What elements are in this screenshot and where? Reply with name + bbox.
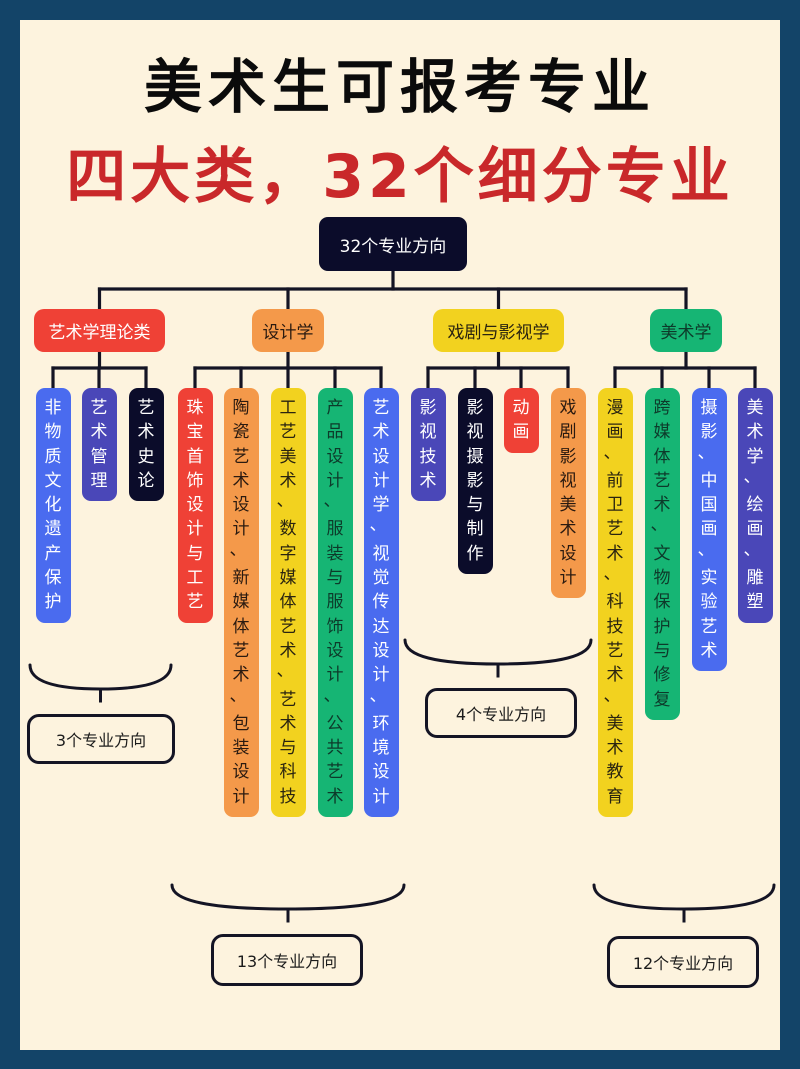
major-node: 戏剧影视美术设计 [550, 388, 586, 599]
major-count-box: 13个专业方向 [211, 934, 363, 986]
major-node: 工艺美术、数字媒体艺术、艺术与科技 [270, 388, 306, 818]
category-node: 戏剧与影视学 [433, 309, 564, 352]
category-label: 艺术学理论类 [48, 323, 151, 343]
major-count-label: 4个专业方向 [455, 705, 547, 724]
major-node: 非物质文化遗产保护 [35, 388, 71, 623]
major-node: 陶瓷艺术设计、新媒体艺术、包装设计 [223, 388, 259, 818]
category-label: 美术学 [660, 323, 712, 343]
major-node: 产品设计、服装与服饰设计、公共艺术 [317, 388, 353, 818]
category-label: 戏剧与影视学 [447, 323, 550, 343]
category-node: 艺术学理论类 [34, 309, 165, 352]
major-node: 珠宝首饰设计与工艺 [177, 388, 213, 623]
page-subtitle: 四大类，32个细分专业 [66, 142, 734, 212]
major-node: 影视技术 [410, 388, 446, 502]
category-node: 美术学 [650, 309, 722, 352]
page-title: 美术生可报考专业 [143, 53, 656, 121]
major-count-label: 3个专业方向 [55, 731, 147, 750]
major-node: 漫画、前卫艺术、科技艺术、美术教育 [597, 388, 633, 818]
root-node: 32个专业方向 [319, 217, 467, 271]
major-node: 艺术管理 [81, 388, 117, 502]
major-count-label: 13个专业方向 [236, 952, 338, 971]
major-node: 动画 [503, 388, 539, 453]
major-node: 摄影、中国画、实验艺术 [691, 388, 727, 672]
category-label: 设计学 [262, 323, 314, 343]
major-count-label: 12个专业方向 [632, 954, 734, 973]
major-node: 美术学、绘画、雕塑 [737, 388, 773, 623]
major-count-box: 12个专业方向 [607, 936, 759, 988]
major-node: 艺术史论 [128, 388, 164, 502]
major-node: 艺术设计学、视觉传达设计、环境设计 [363, 388, 399, 818]
major-count-box: 3个专业方向 [27, 714, 175, 764]
root-label: 32个专业方向 [339, 236, 447, 257]
category-node: 设计学 [252, 309, 324, 352]
major-node: 跨媒体艺术、文物保护与修复 [644, 388, 680, 720]
major-node: 影视摄影与制作 [457, 388, 493, 575]
major-count-box: 4个专业方向 [425, 688, 577, 738]
